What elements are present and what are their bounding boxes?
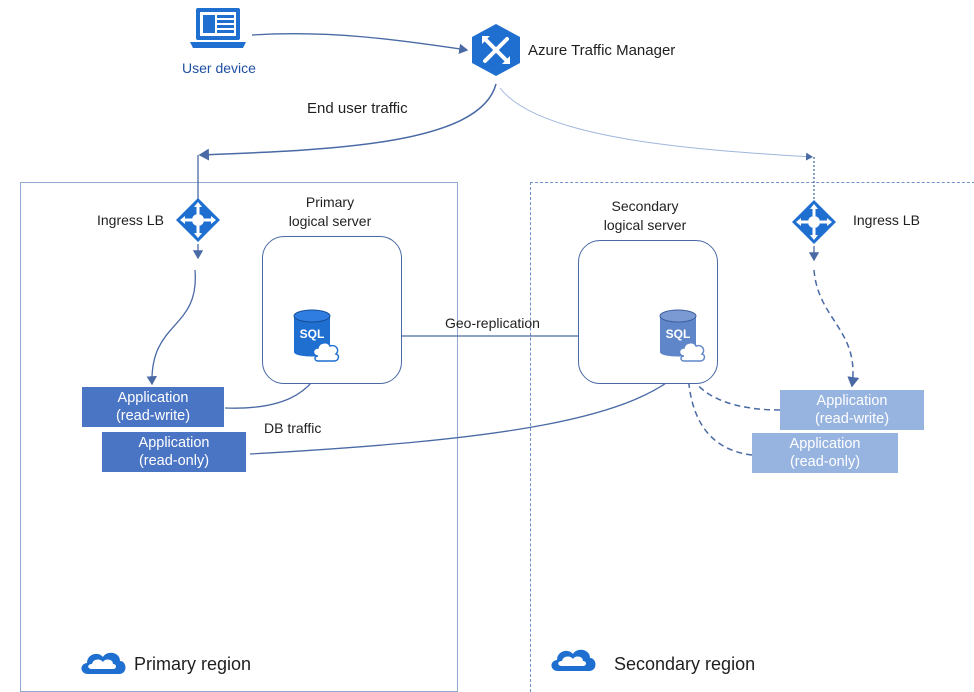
primary-app-read-only: Application (read-only) bbox=[102, 432, 246, 472]
secondary-server-label-line1: Secondary bbox=[611, 198, 679, 214]
primary-sql-text: SQL bbox=[300, 327, 325, 341]
secondary-region-label: Secondary region bbox=[614, 654, 756, 674]
secondary-region-cloud-icon bbox=[551, 649, 596, 671]
primary-ro-to-secondary-sql bbox=[249, 363, 689, 455]
primary-load-balancer-icon bbox=[176, 198, 220, 242]
tm-to-primary-line bbox=[198, 83, 497, 161]
geo-replication-label: Geo-replication bbox=[445, 315, 540, 331]
secondary-ingress-label: Ingress LB bbox=[853, 212, 920, 228]
device-to-tm-line bbox=[251, 33, 469, 54]
end-user-traffic-label: End user traffic bbox=[307, 100, 408, 117]
secondary-load-balancer-icon bbox=[792, 200, 836, 244]
user-device-label: User device bbox=[182, 60, 256, 76]
secondary-sql-database-icon: SQL bbox=[659, 309, 706, 362]
primary-app-ro-line1: Application bbox=[138, 435, 210, 451]
secondary-rw-to-sql bbox=[685, 368, 781, 411]
primary-server-label-line1: Primary bbox=[305, 194, 355, 210]
primary-server-label-line2: logical server bbox=[288, 213, 372, 229]
primary-app-read-write: Application (read-write) bbox=[82, 387, 224, 427]
secondary-ro-to-sql bbox=[687, 371, 753, 456]
primary-app-rw-line1: Application bbox=[117, 390, 189, 406]
primary-lb-to-app bbox=[146, 269, 196, 386]
secondary-app-ro-line1: Application bbox=[789, 436, 861, 452]
traffic-manager-icon bbox=[472, 24, 520, 76]
traffic-manager-label: Azure Traffic Manager bbox=[528, 42, 676, 59]
db-traffic-label: DB traffic bbox=[264, 420, 322, 436]
laptop-icon bbox=[190, 8, 246, 48]
tm-to-secondary-line bbox=[499, 87, 813, 161]
primary-app-ro-line2: (read-only) bbox=[138, 453, 210, 469]
primary-region-label: Primary region bbox=[134, 654, 252, 674]
secondary-server-label-line2: logical server bbox=[603, 217, 687, 233]
secondary-app-ro-line2: (read-only) bbox=[789, 454, 861, 470]
secondary-region-frame bbox=[530, 182, 974, 692]
secondary-app-read-only: Application (read-only) bbox=[752, 433, 898, 473]
primary-region-cloud-icon bbox=[81, 652, 126, 674]
primary-app-rw-line2: (read-write) bbox=[115, 408, 191, 424]
secondary-lb-to-app bbox=[813, 269, 860, 388]
secondary-app-read-write: Application (read-write) bbox=[780, 390, 924, 430]
secondary-app-rw-line2: (read-write) bbox=[814, 411, 890, 427]
primary-sql-database-icon: SQL bbox=[293, 309, 340, 362]
secondary-app-rw-line1: Application bbox=[816, 393, 888, 409]
primary-ingress-label: Ingress LB bbox=[97, 212, 164, 228]
user-device-node: User device bbox=[178, 6, 260, 80]
secondary-sql-text: SQL bbox=[666, 327, 691, 341]
